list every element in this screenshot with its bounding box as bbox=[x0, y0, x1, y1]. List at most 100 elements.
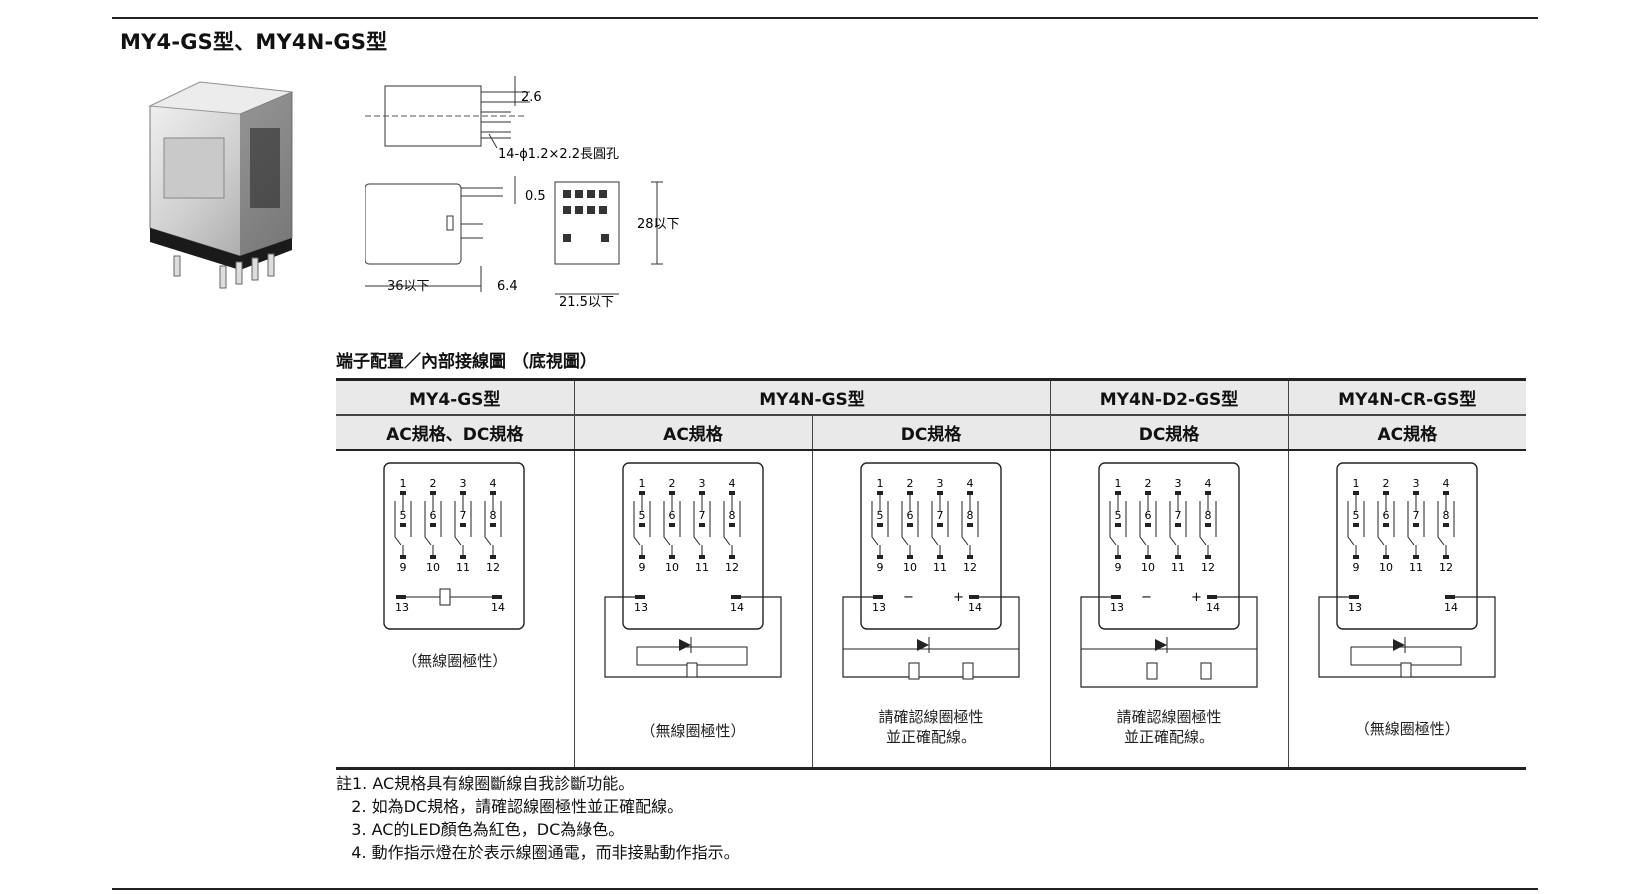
pin-bot bbox=[966, 555, 973, 559]
header-my4n-cr-gs: MY4N-CR-GS型 bbox=[1287, 378, 1527, 416]
led-circuit bbox=[636, 646, 747, 666]
spec-ac: AC規格 bbox=[573, 415, 813, 451]
pin-13 bbox=[1348, 595, 1359, 599]
pin-label: 2 bbox=[1144, 477, 1151, 490]
pin-bot bbox=[728, 555, 735, 559]
contact-wire bbox=[1407, 501, 1425, 555]
pin-label-14: 14 bbox=[1206, 601, 1220, 614]
pin-label: 7 bbox=[936, 509, 943, 522]
pin-label: 3 bbox=[460, 477, 467, 490]
spec-ac-cr: AC規格 bbox=[1287, 415, 1527, 451]
pin-label: 6 bbox=[906, 509, 913, 522]
coil bbox=[686, 662, 697, 678]
external-loop bbox=[841, 596, 1020, 678]
contact-wire bbox=[633, 501, 650, 555]
contact-wire bbox=[454, 501, 472, 555]
caption-no-polarity: （無線圈極性） bbox=[1354, 720, 1460, 738]
plus-sign: + bbox=[953, 590, 964, 605]
pin-label: 11 bbox=[1409, 561, 1423, 574]
pin-top bbox=[1204, 491, 1211, 495]
pin-label: 6 bbox=[430, 509, 437, 522]
pin-label: 3 bbox=[1174, 477, 1181, 490]
caption-check-polarity-1: 請確認線圈極性 bbox=[878, 708, 984, 726]
pin-top bbox=[430, 491, 436, 495]
pin-bot bbox=[1412, 555, 1419, 559]
relay-photo bbox=[148, 81, 294, 289]
contact-wire bbox=[484, 501, 502, 555]
relay-outline bbox=[1097, 462, 1240, 630]
pin-bot bbox=[1442, 555, 1449, 559]
pin-bot bbox=[638, 555, 645, 559]
pin-label: 7 bbox=[1174, 509, 1181, 522]
pin-label-14: 14 bbox=[730, 601, 744, 614]
contact-wire bbox=[1109, 501, 1127, 555]
pin-label: 5 bbox=[1114, 509, 1121, 522]
pin-label-13: 13 bbox=[395, 601, 409, 614]
pin-mid bbox=[460, 523, 466, 527]
pin-bot bbox=[1144, 555, 1151, 559]
pin-14 bbox=[1206, 595, 1217, 599]
pin-label: 3 bbox=[936, 477, 943, 490]
pin-label: 11 bbox=[1171, 561, 1185, 574]
pin-label: 2 bbox=[906, 477, 913, 490]
contact-wire bbox=[1199, 501, 1217, 555]
pin-label: 8 bbox=[728, 509, 735, 522]
pin-label: 6 bbox=[1144, 509, 1151, 522]
pin-bot bbox=[430, 555, 436, 559]
coil bbox=[1400, 662, 1412, 678]
pin-top bbox=[876, 491, 883, 495]
pin-label: 9 bbox=[1114, 561, 1121, 574]
contact-wire bbox=[931, 501, 948, 555]
pin-label: 12 bbox=[486, 561, 500, 574]
pin-label: 8 bbox=[966, 509, 973, 522]
pin-mid bbox=[936, 523, 943, 527]
relay-outline bbox=[383, 462, 525, 630]
contact-wire bbox=[663, 501, 680, 555]
pin-label-14: 14 bbox=[1444, 601, 1458, 614]
pin-label: 2 bbox=[430, 477, 437, 490]
pin-mid bbox=[430, 523, 436, 527]
pin-mid bbox=[1144, 523, 1151, 527]
minus-sign: − bbox=[903, 590, 914, 605]
pin-label: 9 bbox=[400, 561, 407, 574]
pin-label-13: 13 bbox=[1348, 601, 1362, 614]
pin-14 bbox=[492, 595, 502, 599]
pin-bot bbox=[1204, 555, 1211, 559]
pin-mid bbox=[1204, 523, 1211, 527]
pin-label: 1 bbox=[400, 477, 407, 490]
terminal-table: MY4-GS型 MY4N-GS型 MY4N-D2-GS型 MY4N-CR-GS型… bbox=[336, 378, 1527, 770]
plus-sign: + bbox=[1191, 590, 1202, 605]
contact-wire bbox=[394, 501, 412, 555]
pin-label: 5 bbox=[1352, 509, 1359, 522]
note-1: 註1. AC規格具有線圈斷線自我診斷功能。 bbox=[336, 774, 635, 793]
pin-14 bbox=[730, 595, 741, 599]
pin-label: 4 bbox=[1204, 477, 1211, 490]
pin-mid bbox=[490, 523, 496, 527]
pin-label: 9 bbox=[876, 561, 883, 574]
spec-dc-d2: DC規格 bbox=[1049, 415, 1289, 451]
pin-label: 11 bbox=[456, 561, 470, 574]
pin-label: 12 bbox=[963, 561, 977, 574]
pin-label: 5 bbox=[400, 509, 407, 522]
dim-pin-pitch: 2.6 bbox=[521, 90, 542, 105]
pin-label: 1 bbox=[1114, 477, 1121, 490]
pin-label: 12 bbox=[1439, 561, 1453, 574]
pin-top bbox=[906, 491, 913, 495]
contact-wire bbox=[1347, 501, 1365, 555]
pin-top bbox=[490, 491, 496, 495]
led-diode bbox=[1392, 639, 1405, 651]
pin-bot bbox=[460, 555, 466, 559]
pin-label: 3 bbox=[698, 477, 705, 490]
pin-label: 12 bbox=[1201, 561, 1215, 574]
led-circuit bbox=[1350, 646, 1462, 666]
pin-bot bbox=[876, 555, 883, 559]
pin-top bbox=[1174, 491, 1181, 495]
pin-mid bbox=[1114, 523, 1121, 527]
dim-pin-len: 6.4 bbox=[497, 279, 518, 294]
header-my4n-d2-gs: MY4N-D2-GS型 bbox=[1049, 378, 1289, 416]
pin-top bbox=[638, 491, 645, 495]
pin-label: 11 bbox=[695, 561, 709, 574]
